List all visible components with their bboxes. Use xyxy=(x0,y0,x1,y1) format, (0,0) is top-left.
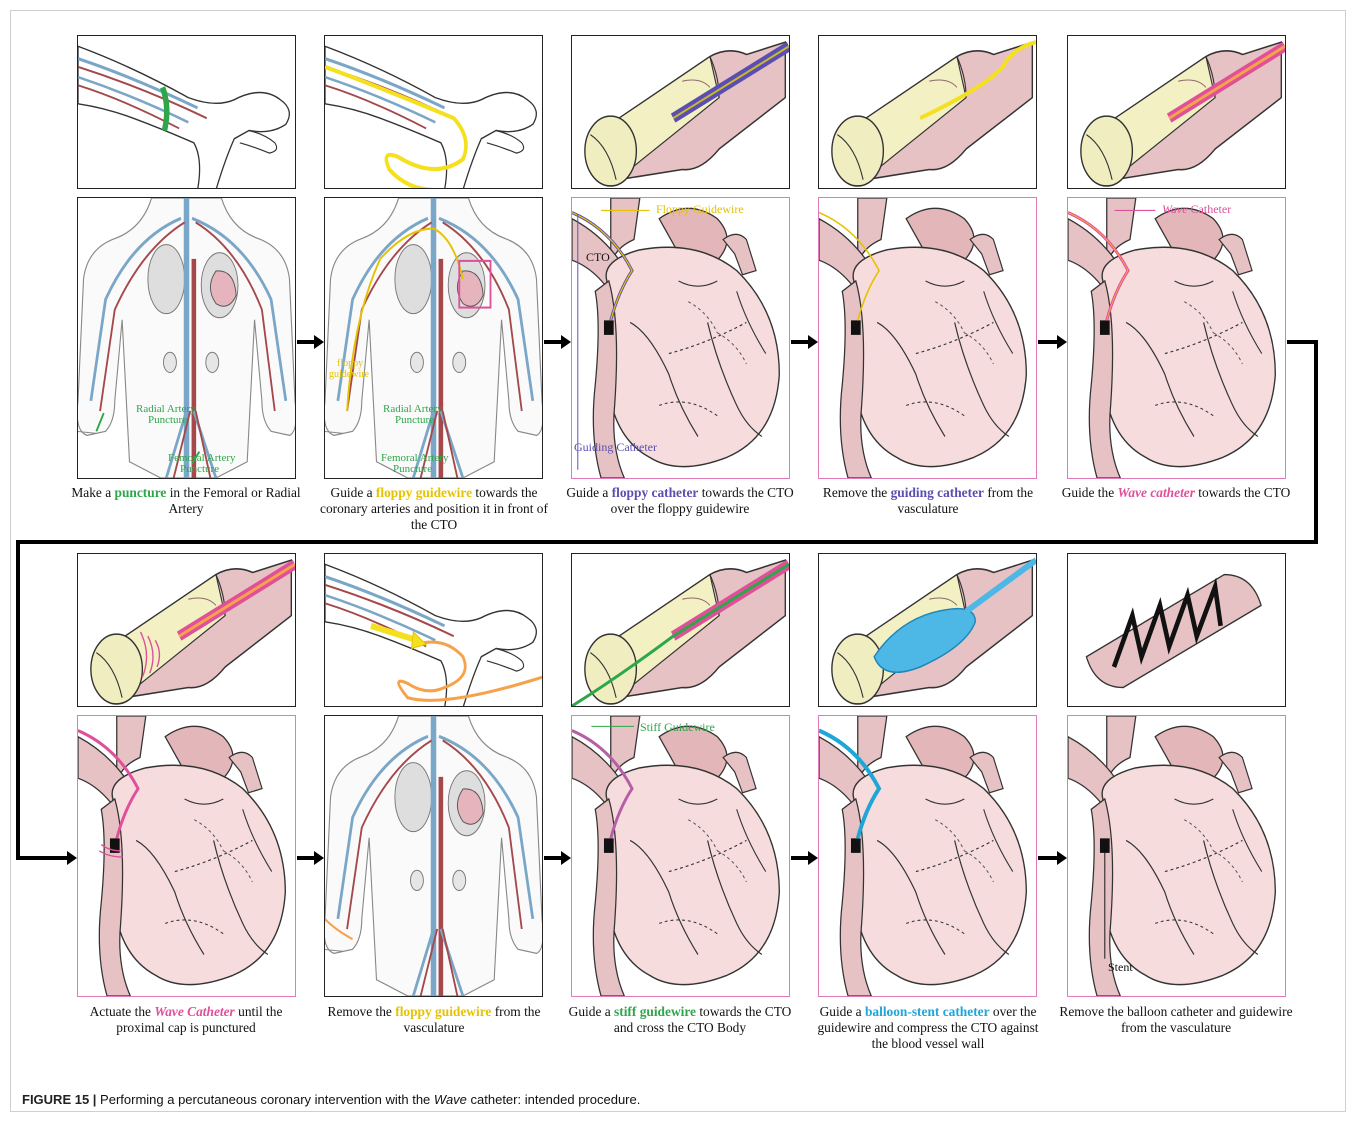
floppy-guidewire-label: Floppy Guidewire xyxy=(656,204,744,215)
step-5-top-panel xyxy=(1067,35,1286,189)
step-2-caption: Guide a floppy guidewire towards the cor… xyxy=(316,485,552,533)
step-7-top-panel xyxy=(324,553,543,707)
step-7-caption: Remove the floppy guidewire from the vas… xyxy=(316,1004,552,1036)
step-1-top-panel xyxy=(77,35,296,189)
stiff-guidewire-label: Stiff Guidewire xyxy=(640,722,715,733)
step-8-top-panel xyxy=(571,553,790,707)
guiding-catheter-label: Guiding Catheter xyxy=(574,442,657,453)
step-8-heart-panel: Stiff Guidewire xyxy=(571,715,790,997)
step-9-caption: Guide a balloon-stent catheter over the … xyxy=(810,1004,1046,1052)
step-4-top-panel xyxy=(818,35,1037,189)
step-10-caption: Remove the balloon catheter and guidewir… xyxy=(1058,1004,1294,1036)
step-6-heart-panel xyxy=(77,715,296,997)
step-4-heart-panel xyxy=(818,197,1037,479)
step-2-top-panel xyxy=(324,35,543,189)
step-9-top-panel xyxy=(818,553,1037,707)
step-1-caption: Make a puncture in the Femoral or Radial… xyxy=(68,485,304,517)
step-3-top-panel xyxy=(571,35,790,189)
step-5-caption: Guide the Wave catheter towards the CTO xyxy=(1058,485,1294,501)
step-6-top-panel xyxy=(77,553,296,707)
stent-label: Stent xyxy=(1108,962,1133,973)
step-3-caption: Guide a floppy catheter towards the CTO … xyxy=(562,485,798,517)
step-10-heart-panel: Stent xyxy=(1067,715,1286,997)
step-6-caption: Actuate the Wave Catheter until the prox… xyxy=(68,1004,304,1036)
wave-catheter-label: Wave Catheter xyxy=(1162,204,1231,215)
step-3-heart-panel: Floppy Guidewire CTO Guiding Catheter xyxy=(571,197,790,479)
figure-caption: FIGURE 15 | Performing a percutaneous co… xyxy=(22,1092,640,1107)
step-4-caption: Remove the guiding catheter from the vas… xyxy=(810,485,1046,517)
step-10-top-panel xyxy=(1067,553,1286,707)
step-5-heart-panel: Wave Catheter xyxy=(1067,197,1286,479)
cto-label: CTO xyxy=(586,252,610,263)
step-7-body-panel xyxy=(324,715,543,997)
step-9-heart-panel xyxy=(818,715,1037,997)
step-8-caption: Guide a stiff guidewire towards the CTO … xyxy=(562,1004,798,1036)
